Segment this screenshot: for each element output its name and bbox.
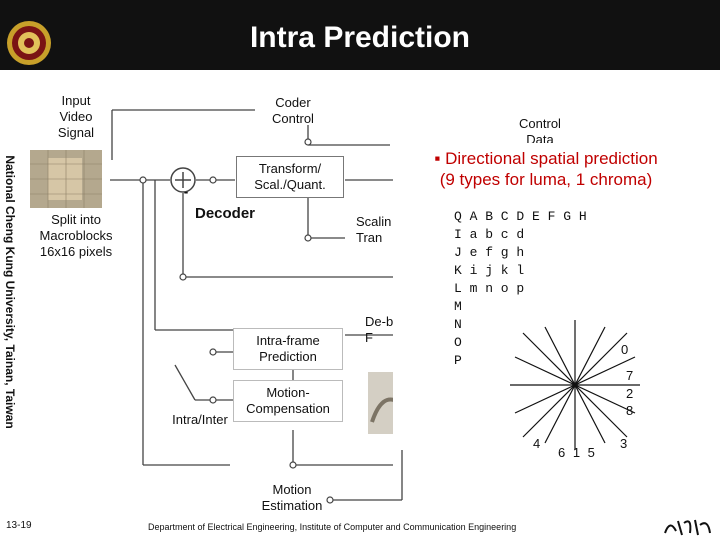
university-seal-icon — [7, 21, 51, 65]
transform-quant-box: Transform/ Scal./Quant. — [236, 156, 344, 198]
input-frame-thumbnail — [30, 150, 102, 208]
deblocking-filter-label: De-b F — [365, 314, 394, 345]
mode-2-label: 2 — [626, 386, 634, 401]
intra-frame-prediction-box: Intra-frame Prediction — [233, 328, 343, 370]
pixel-row-5: M — [454, 299, 462, 314]
pixel-row-2: J e f g h — [454, 245, 525, 260]
pixel-row-6: N — [454, 317, 462, 332]
decoder-label: Decoder — [194, 205, 256, 222]
pixel-row-7: O — [454, 335, 462, 350]
minus-sign: - — [183, 184, 189, 199]
footer-department: Department of Electrical Engineering, In… — [148, 522, 517, 532]
university-calligraphy-logo — [662, 515, 714, 539]
pixel-row-1: I a b c d — [454, 227, 525, 242]
bullet-icon: ▪ — [434, 149, 441, 168]
pixel-row-4: L m n o p — [454, 281, 525, 296]
mode-4-label: 4 — [533, 436, 541, 451]
encoder-block-diagram — [110, 109, 403, 504]
motion-estimation-label: Motion Estimation — [261, 482, 323, 513]
overlay-heading-line2: (9 types for luma, 1 chroma) — [439, 170, 653, 189]
split-macroblocks-label: Split into Macroblocks 16x16 pixels — [39, 212, 113, 259]
pixel-row-3: K i j k l — [454, 263, 525, 278]
slide-title: Intra Prediction — [249, 21, 471, 54]
title-bar — [0, 0, 720, 70]
intra-inter-switch-label: Intra/Inter — [172, 412, 228, 427]
coder-control-label: Coder Control — [272, 95, 314, 126]
page-number: 13-19 — [6, 520, 32, 531]
overlay-heading: ▪ Directional spatial prediction (9 type… — [396, 148, 696, 190]
overlay-heading-line1: Directional spatial prediction — [445, 149, 658, 168]
pixel-row-8: P — [454, 353, 462, 368]
mode-6-1-5-label: 6 1 5 — [558, 445, 597, 460]
mode-7-label: 7 — [626, 368, 634, 383]
motion-compensation-box: Motion- Compensation — [233, 380, 343, 422]
mode-8-label: 8 — [626, 403, 634, 418]
intra-prediction-overlay — [393, 143, 699, 448]
prediction-direction-star — [510, 320, 640, 450]
pixel-row-top: Q A B C D E F G H — [454, 209, 587, 224]
mode-0-label: 0 — [621, 342, 629, 357]
scaling-inverse-transform-label: Scalin Tran — [356, 214, 392, 245]
input-video-label: Input Video Signal — [57, 93, 95, 140]
mode-3-label: 3 — [620, 436, 628, 451]
